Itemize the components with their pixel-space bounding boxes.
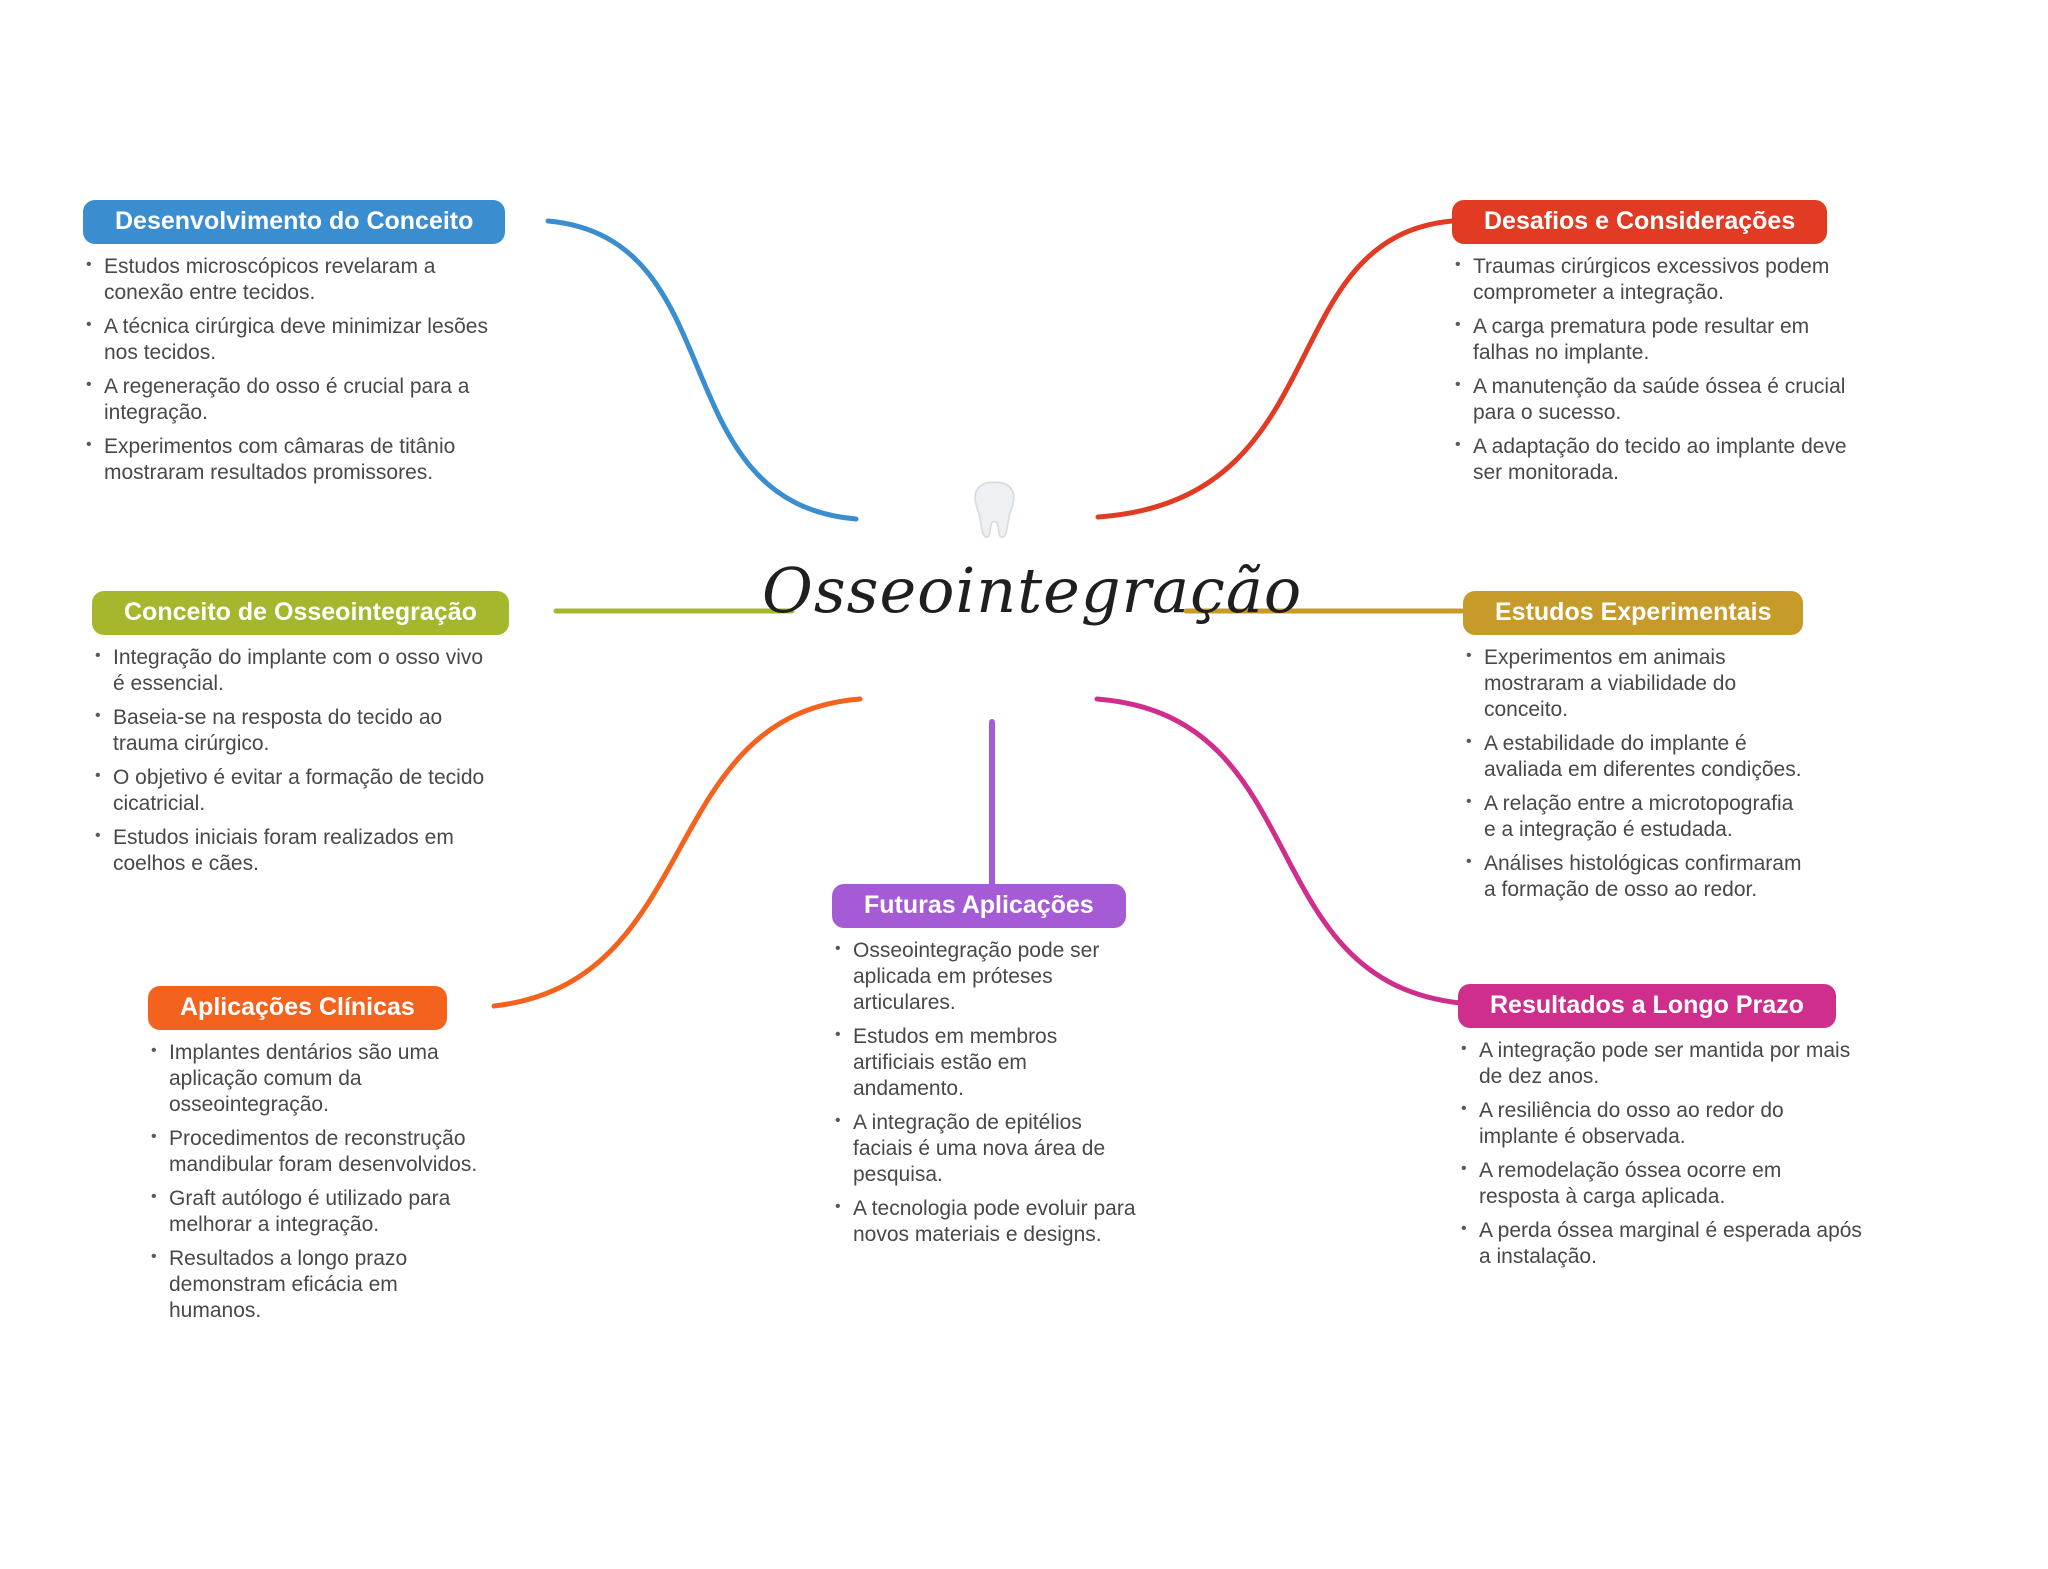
list-item: Experimentos com câmaras de titânio most… <box>83 434 498 486</box>
connector-resultados <box>1094 696 1463 1006</box>
connector-desafios <box>1095 218 1455 520</box>
branch-conceito-de-osseointegracao: Conceito de Osseointegração Integração d… <box>92 591 509 885</box>
branch-futuras-aplicacoes: Futuras Aplicações Osseointegração pode … <box>832 884 1137 1256</box>
branch-title-estudos-experimentais: Estudos Experimentais <box>1463 591 1804 635</box>
list-item: A perda óssea marginal é esperada após a… <box>1458 1218 1863 1270</box>
branch-resultados-a-longo-prazo: Resultados a Longo Prazo A integração po… <box>1458 984 1863 1278</box>
branch-title-conceito-de-osseointegracao: Conceito de Osseointegração <box>92 591 509 635</box>
branch-title-futuras-aplicacoes: Futuras Aplicações <box>832 884 1126 928</box>
center-node: Osseointegração <box>762 478 1303 627</box>
list-item: Estudos microscópicos revelaram a conexã… <box>83 254 498 306</box>
list-item: Integração do implante com o osso vivo é… <box>92 645 487 697</box>
list-item: A manutenção da saúde óssea é crucial pa… <box>1452 374 1852 426</box>
list-item: Baseia-se na resposta do tecido ao traum… <box>92 705 487 757</box>
branch-desafios-e-consideracoes: Desafios e Considerações Traumas cirúrgi… <box>1452 200 1852 494</box>
map-title: Osseointegração <box>762 554 1303 627</box>
branch-title-desafios-e-consideracoes: Desafios e Considerações <box>1452 200 1828 244</box>
list-item: Traumas cirúrgicos excessivos podem comp… <box>1452 254 1852 306</box>
list-item: A carga prematura pode resultar em falha… <box>1452 314 1852 366</box>
list-item: A regeneração do osso é crucial para a i… <box>83 374 498 426</box>
list-item: Experimentos em animais mostraram a viab… <box>1463 645 1803 723</box>
branch-items: Traumas cirúrgicos excessivos podem comp… <box>1452 254 1852 486</box>
list-item: A integração de epitélios faciais é uma … <box>832 1110 1137 1188</box>
list-item: A remodelação óssea ocorre em resposta à… <box>1458 1158 1863 1210</box>
branch-desenvolvimento-do-conceito: Desenvolvimento do Conceito Estudos micr… <box>83 200 506 494</box>
branch-title-resultados-a-longo-prazo: Resultados a Longo Prazo <box>1458 984 1836 1028</box>
branch-aplicacoes-clinicas: Aplicações Clínicas Implantes dentários … <box>148 986 483 1332</box>
tooth-icon <box>974 481 1015 539</box>
connector-desenvolvimento <box>545 218 859 522</box>
branch-items: Osseointegração pode ser aplicada em pró… <box>832 938 1137 1248</box>
branch-estudos-experimentais: Estudos Experimentais Experimentos em an… <box>1463 591 1804 911</box>
list-item: Graft autólogo é utilizado para melhorar… <box>148 1186 483 1238</box>
branch-title-aplicacoes-clinicas: Aplicações Clínicas <box>148 986 447 1030</box>
list-item: Análises histológicas confirmaram a form… <box>1463 851 1803 903</box>
connector-aplicacoes <box>491 696 863 1009</box>
list-item: A resiliência do osso ao redor do implan… <box>1458 1098 1863 1150</box>
list-item: A técnica cirúrgica deve minimizar lesõe… <box>83 314 498 366</box>
list-item: Estudos em membros artificiais estão em … <box>832 1024 1137 1102</box>
list-item: A tecnologia pode evoluir para novos mat… <box>832 1196 1137 1248</box>
list-item: A integração pode ser mantida por mais d… <box>1458 1038 1863 1090</box>
branch-items: Estudos microscópicos revelaram a conexã… <box>83 254 498 486</box>
list-item: Procedimentos de reconstrução mandibular… <box>148 1126 483 1178</box>
list-item: Implantes dentários são uma aplicação co… <box>148 1040 483 1118</box>
list-item: Resultados a longo prazo demonstram efic… <box>148 1246 483 1324</box>
branch-title-desenvolvimento-do-conceito: Desenvolvimento do Conceito <box>83 200 506 244</box>
list-item: A adaptação do tecido ao implante deve s… <box>1452 434 1852 486</box>
list-item: Estudos iniciais foram realizados em coe… <box>92 825 487 877</box>
list-item: O objetivo é evitar a formação de tecido… <box>92 765 487 817</box>
branch-items: Integração do implante com o osso vivo é… <box>92 645 487 877</box>
list-item: A relação entre a microtopografia e a in… <box>1463 791 1803 843</box>
branch-items: A integração pode ser mantida por mais d… <box>1458 1038 1863 1270</box>
list-item: A estabilidade do implante é avaliada em… <box>1463 731 1803 783</box>
branch-items: Experimentos em animais mostraram a viab… <box>1463 645 1803 903</box>
list-item: Osseointegração pode ser aplicada em pró… <box>832 938 1137 1016</box>
branch-items: Implantes dentários são uma aplicação co… <box>148 1040 483 1324</box>
